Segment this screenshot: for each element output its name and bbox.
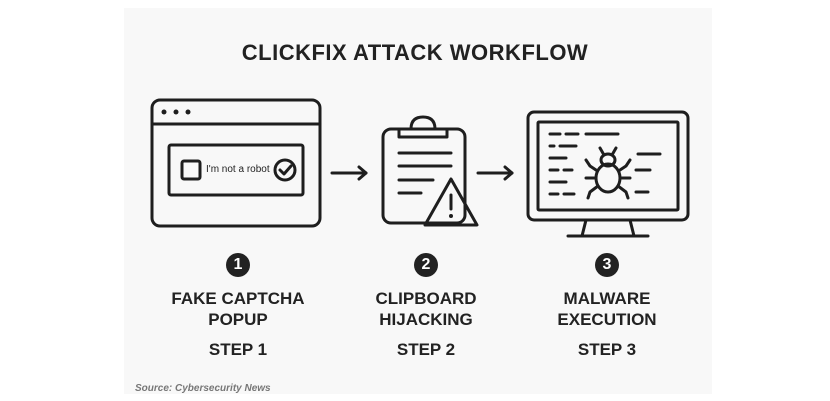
step-label-line: FAKE CAPTCHA xyxy=(171,289,305,308)
step-caption: STEP 3 xyxy=(577,340,637,359)
window-dot xyxy=(173,109,179,115)
source-credit: Source: Cybersecurity News xyxy=(135,383,271,394)
step-number-badge: 1 xyxy=(226,253,250,277)
captcha-checkbox xyxy=(180,159,202,181)
window-dot xyxy=(185,109,191,115)
step-caption: STEP 1 xyxy=(208,340,268,359)
step-number-badge: 3 xyxy=(595,253,619,277)
step-label: FAKE CAPTCHA POPUP xyxy=(148,288,328,330)
diagram-panel xyxy=(124,8,712,394)
step-number-badge: 2 xyxy=(414,253,438,277)
monitor-bug-icon xyxy=(526,110,690,238)
clipboard-warning-icon xyxy=(381,115,479,227)
bug-icon xyxy=(584,146,632,200)
check-circle-icon xyxy=(273,158,297,182)
step-label: CLIPBOARD HIJACKING xyxy=(336,288,516,330)
window-dot xyxy=(161,109,167,115)
code-lines xyxy=(548,132,662,196)
step-label-line: EXECUTION xyxy=(557,310,657,329)
step-label-line: CLIPBOARD xyxy=(375,289,477,308)
arrow-right-icon xyxy=(476,165,514,181)
step-label-line: POPUP xyxy=(208,310,268,329)
step-caption: STEP 2 xyxy=(396,340,456,359)
step-label-line: HIJACKING xyxy=(379,310,473,329)
step-label-line: MALWARE xyxy=(563,289,651,308)
step-label: MALWARE EXECUTION xyxy=(517,288,697,330)
diagram-title: CLICKFIX ATTACK WORKFLOW xyxy=(241,40,589,65)
browser-captcha-icon xyxy=(150,98,322,228)
warning-triangle-icon xyxy=(423,177,479,227)
captcha-label: I'm not a robot xyxy=(206,164,270,175)
arrow-right-icon xyxy=(330,165,368,181)
